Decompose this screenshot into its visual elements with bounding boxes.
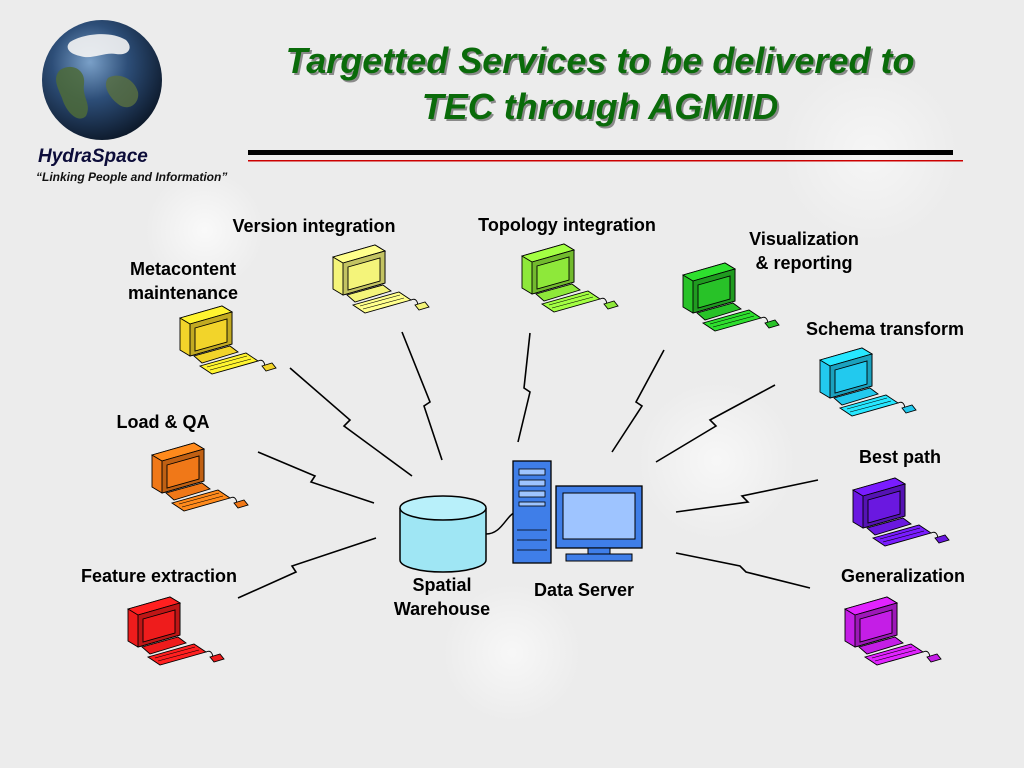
service-label-line: Generalization [840, 566, 966, 586]
service-label-line: Visualization [749, 229, 859, 249]
service-label-line: Topology integration [478, 215, 656, 235]
title-rule-accent [248, 160, 963, 162]
terminal-schema-transform-icon [818, 347, 917, 417]
service-label-version-integration: Version integration [214, 214, 414, 238]
title-rule-primary [248, 150, 953, 155]
data-server-icon [512, 460, 643, 564]
service-label-visualization-reporting: Visualization & reporting [724, 227, 884, 275]
lightning-bolt-8 [675, 479, 819, 513]
brand-tagline: “Linking People and Information” [36, 170, 228, 184]
lightning-bolt-1 [289, 367, 413, 477]
lightning-bolt-6 [257, 451, 375, 504]
terminal-topology-integration-icon [520, 243, 619, 313]
lightning-bolt-9 [675, 552, 811, 589]
warehouse-label-line-1: Spatial [412, 575, 472, 595]
lightning-bolt-4 [611, 349, 665, 453]
service-label-line: & reporting [755, 253, 853, 273]
lightning-bolt-7 [237, 537, 377, 599]
warehouse-label: Spatial Warehouse [392, 573, 492, 621]
title-line-1: Targetted Services to be delivered to [285, 40, 915, 81]
terminal-generalization-icon [843, 596, 942, 666]
service-label-line: Metacontent [129, 259, 236, 279]
lightning-bolt-3 [517, 332, 531, 443]
connector-bolts [237, 331, 819, 599]
terminal-visualization-reporting-icon [681, 262, 780, 332]
terminal-load-qa-icon [150, 442, 249, 512]
title-line-2: TEC through AGMIID [421, 86, 779, 127]
terminal-metacontent-maintenance-icon [178, 305, 277, 375]
lightning-bolt-5 [655, 384, 776, 463]
service-label-best-path: Best path [830, 445, 970, 469]
terminal-feature-extraction-icon [126, 596, 225, 666]
data-server-label: Data Server [533, 580, 635, 600]
service-label-metacontent-maintenance: Metacontent maintenance [103, 257, 263, 305]
spatial-warehouse-cylinder [399, 495, 487, 573]
service-label-line: Load & QA [116, 412, 210, 432]
brand-name: HydraSpace [38, 146, 148, 167]
service-label-line: Schema transform [805, 319, 965, 339]
service-label-line: Feature extraction [80, 566, 238, 586]
service-label-feature-extraction: Feature extraction [59, 564, 259, 588]
service-label-line: maintenance [127, 283, 239, 303]
terminal-version-integration-icon [331, 244, 430, 314]
warehouse-server-link [485, 511, 517, 535]
service-label-line: Version integration [232, 216, 396, 236]
service-label-line: Best path [858, 447, 941, 467]
service-label-topology-integration: Topology integration [457, 213, 677, 237]
service-label-generalization: Generalization [818, 564, 988, 588]
warehouse-label-line-2: Warehouse [393, 599, 491, 619]
globe-logo [42, 20, 162, 140]
service-label-schema-transform: Schema transform [790, 317, 980, 341]
page-title: Targetted Services to be delivered to TE… [230, 38, 970, 130]
service-label-load-qa: Load & QA [93, 410, 233, 434]
terminal-best-path-icon [851, 477, 950, 547]
lightning-bolt-2 [401, 331, 443, 461]
